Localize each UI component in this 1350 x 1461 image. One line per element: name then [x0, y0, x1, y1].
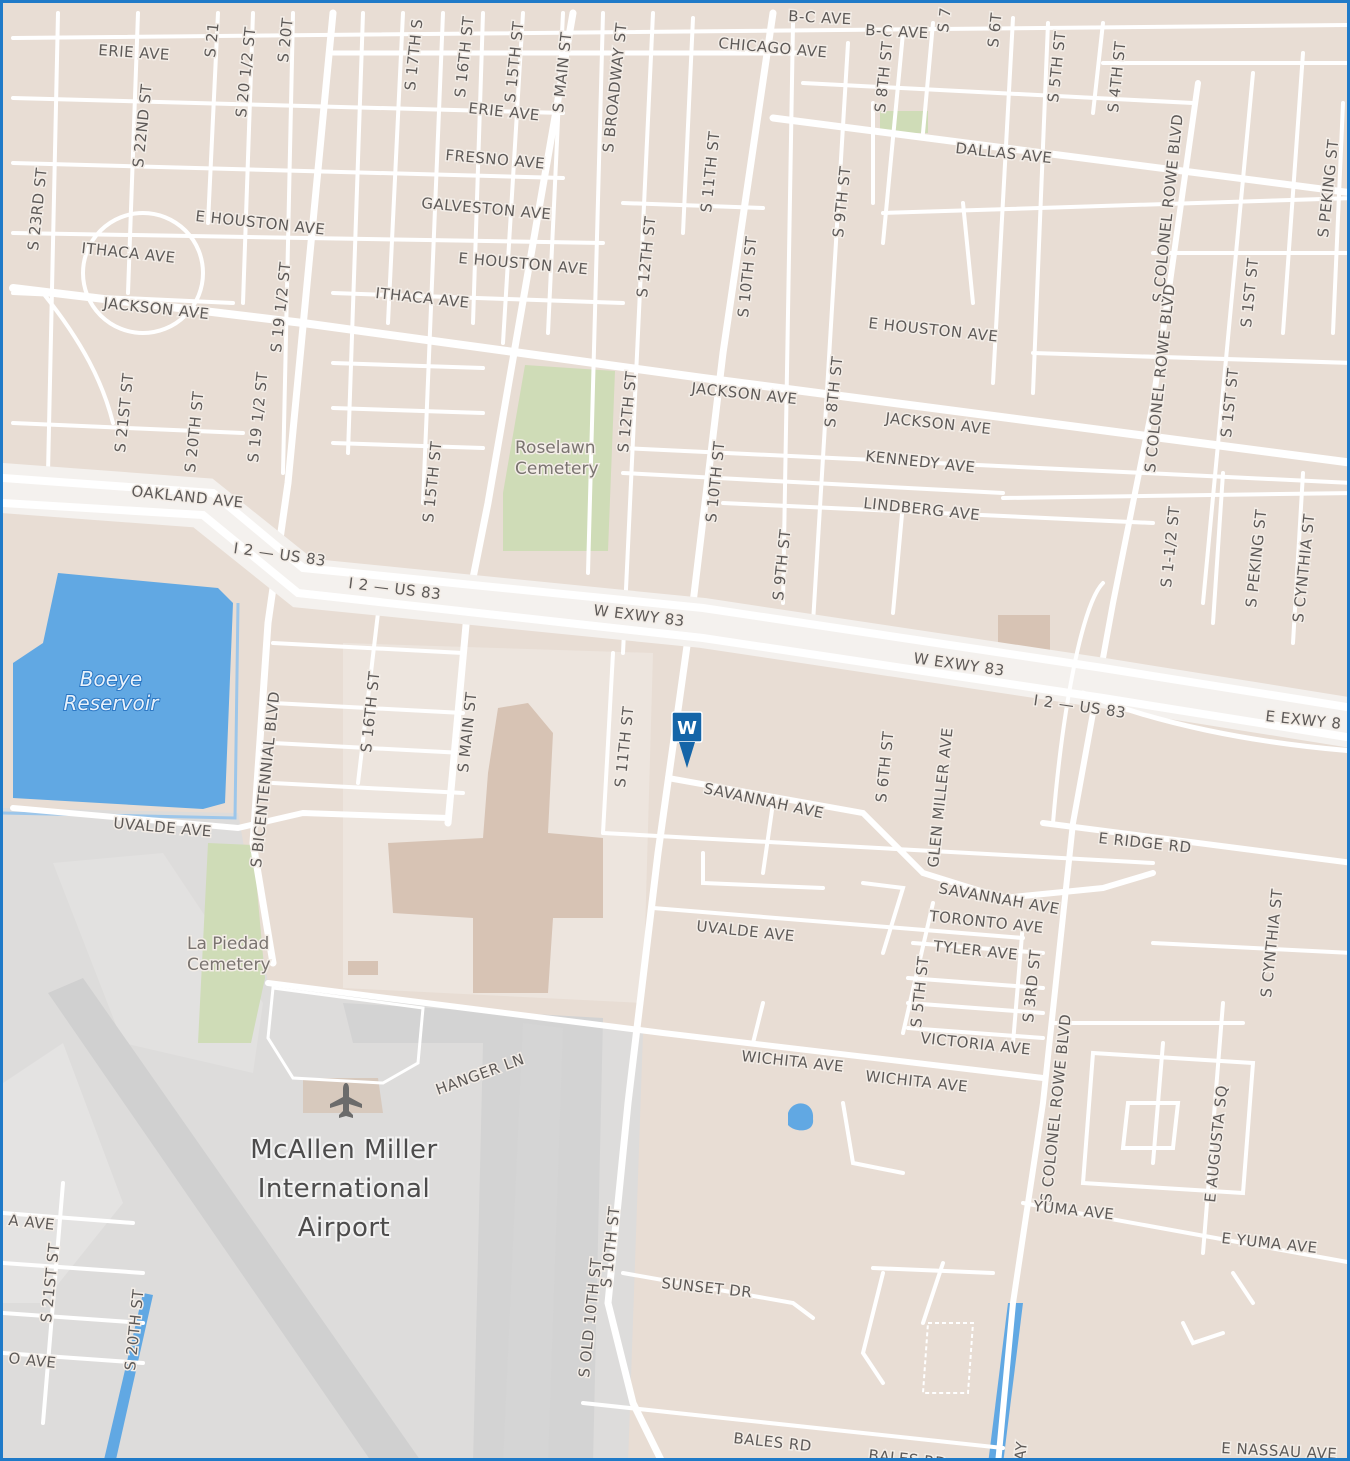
airplane-icon[interactable] — [330, 1083, 362, 1118]
water-label: Boeye — [80, 667, 142, 691]
parking-lot — [921, 1322, 975, 1394]
roselawn-cemetery-label: Roselawn — [515, 438, 596, 458]
airport-name-line: International — [258, 1174, 430, 1204]
street-label: B-C AVE — [788, 7, 852, 28]
expressway — [3, 463, 1347, 825]
street-label: S 6T — [984, 11, 1006, 48]
major-roads — [9, 9, 1347, 1458]
map-pin-icon[interactable]: W — [671, 711, 703, 768]
water-label: Reservoir — [64, 691, 161, 715]
street-map[interactable]: ERIE AVE S 21 S 20 1/2 ST S 20T S 17TH S… — [3, 3, 1350, 1461]
roselawn-cemetery-label: Cemetery — [515, 459, 599, 479]
airport-name-line: Airport — [298, 1213, 391, 1243]
airport-name-line: McAllen Miller — [250, 1135, 438, 1165]
poi-labels: Roselawn Cemetery La Piedad Cemetery — [186, 437, 601, 977]
local-streets — [3, 11, 1347, 1450]
street-label: AY — [1011, 1440, 1031, 1461]
street-label: S 21 — [201, 21, 223, 58]
marker-letter: W — [677, 718, 697, 739]
la-piedad-cemetery-label: Cemetery — [187, 955, 271, 975]
airport-label: McAllen Miller International Airport — [248, 1133, 439, 1245]
boeye-reservoir-label: Boeye Reservoir — [63, 666, 162, 716]
la-piedad-cemetery-label: La Piedad — [187, 934, 269, 954]
airport-area — [3, 808, 643, 1458]
street-label: S 7 — [934, 6, 955, 33]
street-label: B-C AVE — [865, 21, 929, 42]
street-label: E NASSAU AVE — [1221, 1439, 1338, 1461]
